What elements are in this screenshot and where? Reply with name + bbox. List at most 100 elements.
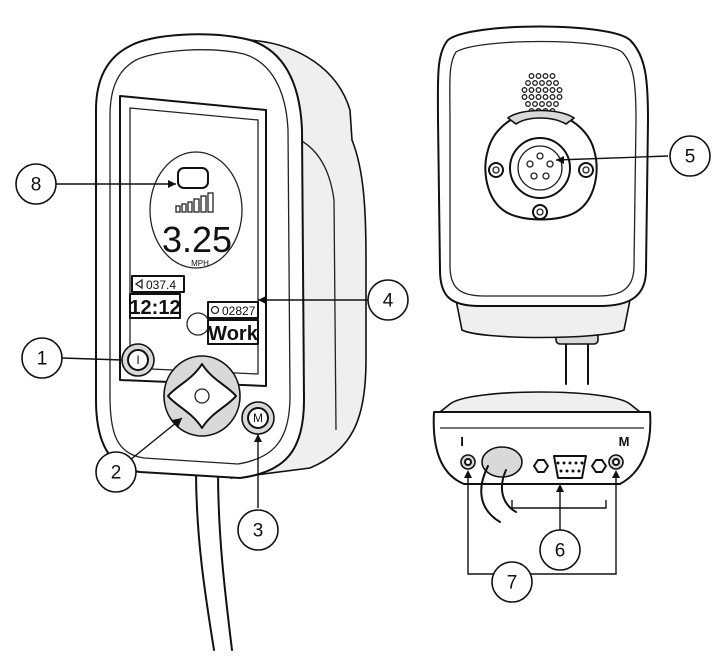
speaker-hole xyxy=(549,73,556,79)
speaker-hole xyxy=(539,101,545,107)
db9-pin xyxy=(568,461,572,465)
speed-unit: MPH xyxy=(191,259,209,268)
bottom-cable-inner xyxy=(500,469,517,513)
back-connector-outer xyxy=(509,137,571,199)
callout-8: 8 xyxy=(15,163,57,205)
time-box xyxy=(129,293,181,319)
speaker-hole xyxy=(535,73,542,79)
db9-pin xyxy=(574,461,578,465)
leader-2 xyxy=(129,417,183,461)
callout-7: 7 xyxy=(491,561,533,603)
bottom-device-top xyxy=(437,391,643,413)
callout-4: 4 xyxy=(367,279,409,321)
front-device-side-groove xyxy=(299,139,337,431)
leader-5-arrow xyxy=(556,156,564,164)
leader-4-arrow xyxy=(258,296,266,304)
leader-lines xyxy=(56,155,669,575)
svg-text:5: 5 xyxy=(685,147,696,168)
right-button[interactable]: M xyxy=(241,401,275,435)
db9-pin xyxy=(559,469,563,473)
speaker-hole xyxy=(528,94,535,100)
svg-text:1: 1 xyxy=(37,349,48,370)
back-device-rim xyxy=(449,40,637,297)
callout-2: 2 xyxy=(95,451,137,493)
callout-1: 1 xyxy=(21,337,63,379)
bottom-cable xyxy=(480,465,501,523)
distance-icon xyxy=(134,278,143,290)
db9-pin xyxy=(562,461,566,465)
speaker-hole xyxy=(553,80,559,86)
speaker-hole xyxy=(546,101,552,107)
front-device: 3.25 MPH 037.4 12:12 02827 Work I xyxy=(95,33,367,651)
speaker-hole xyxy=(521,94,528,100)
speaker-hole xyxy=(535,87,542,93)
front-cable-inner xyxy=(217,469,233,651)
mode-value: Work xyxy=(208,323,259,345)
speaker-hole xyxy=(532,80,538,86)
db9-pin xyxy=(577,469,581,473)
speaker-hole xyxy=(532,101,538,107)
left-button[interactable]: I xyxy=(121,343,155,377)
mount-plate-top xyxy=(506,109,576,125)
leader-1 xyxy=(61,357,123,361)
odometer-icon xyxy=(210,305,220,315)
svg-text:8: 8 xyxy=(31,175,42,196)
speaker-hole xyxy=(549,94,556,100)
svg-text:6: 6 xyxy=(555,541,566,562)
speaker-hole xyxy=(542,87,549,93)
joystick[interactable] xyxy=(163,355,241,437)
odometer-value: 02827 xyxy=(222,304,256,318)
callout-6: 6 xyxy=(539,529,581,571)
leader-8-arrow xyxy=(168,180,176,188)
front-cable xyxy=(195,469,215,651)
speaker-hole xyxy=(525,80,531,86)
leader-6-arrow xyxy=(556,484,564,492)
svg-text:4: 4 xyxy=(383,291,394,312)
speaker-hole xyxy=(528,87,535,93)
db9-pin xyxy=(565,469,569,473)
back-connector xyxy=(517,145,563,191)
leader-2-arrow xyxy=(172,418,182,428)
mode-box xyxy=(207,319,259,345)
speaker-hole xyxy=(521,87,528,93)
leader-7-arrow-r xyxy=(612,470,620,478)
svg-text:3: 3 xyxy=(253,521,264,542)
mount-screws xyxy=(488,162,594,220)
bottom-cable-grommet xyxy=(481,446,523,478)
callout-5: 5 xyxy=(669,135,711,177)
speaker-hole xyxy=(556,94,563,100)
front-screen xyxy=(129,107,259,375)
back-device xyxy=(436,25,649,385)
db9-port xyxy=(553,455,587,479)
distance-value: 037.4 xyxy=(146,278,176,292)
leader-5 xyxy=(555,155,669,161)
bottom-left-button[interactable] xyxy=(460,454,476,470)
signal-bars xyxy=(175,192,214,213)
left-button-label: I xyxy=(136,353,139,367)
speaker-hole xyxy=(535,94,542,100)
speaker-hole xyxy=(525,101,531,107)
leader-7-arrow-l xyxy=(464,470,472,478)
bottom-right-button[interactable] xyxy=(608,454,624,470)
odometer-box xyxy=(207,301,259,319)
speaker-hole xyxy=(556,87,563,93)
speaker-hole xyxy=(553,101,559,107)
bottom-right-label: M xyxy=(619,434,630,449)
db9-screws xyxy=(533,459,607,473)
db9-pin xyxy=(556,461,560,465)
db9-pin xyxy=(571,469,575,473)
speed-value: 3.25 xyxy=(162,219,232,260)
speaker-hole xyxy=(542,94,549,100)
leader-7 xyxy=(467,472,617,575)
connector-pins xyxy=(526,152,554,180)
speaker-hole xyxy=(542,73,549,79)
time-value: 12:12 xyxy=(129,297,180,319)
db9-pin xyxy=(580,461,584,465)
speaker-hole xyxy=(549,87,556,93)
speaker-hole xyxy=(539,80,545,86)
bottom-left-label: I xyxy=(460,434,464,449)
svg-text:7: 7 xyxy=(507,573,518,594)
right-button-label: M xyxy=(253,411,263,425)
leader-3-arrow xyxy=(254,434,262,442)
